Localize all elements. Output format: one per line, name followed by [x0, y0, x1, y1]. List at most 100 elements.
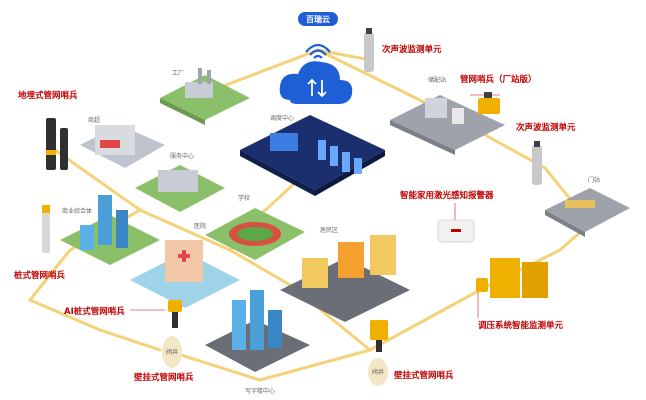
- admin-building: [158, 170, 198, 192]
- label-regulator-unit: 调压系统智能监测单元: [478, 320, 564, 331]
- school-tile: 学校: [205, 194, 305, 260]
- commercial-tile: 商业综合体: [60, 195, 160, 265]
- cloud-label-box: [298, 12, 338, 26]
- red-labels: 地埋式管网哨兵 次声波监测单元 管网哨兵（厂站版） 次声波监测单元 智能家用激光…: [14, 44, 576, 383]
- pile-sentinel-cap: [42, 205, 50, 213]
- label-underground-sentinel: 地埋式管网哨兵: [18, 90, 78, 101]
- arrow-up-down-icon: [307, 78, 327, 98]
- infrasonic-right-body: [532, 145, 542, 185]
- station-label: 储配站: [428, 76, 446, 84]
- station-tile: 储配站: [390, 76, 505, 155]
- commercial-tower-1: [98, 195, 112, 245]
- commercial-tower-3: [80, 225, 94, 250]
- office-center-tile: 写字楼中心: [205, 290, 310, 395]
- underground-sentinel-device: [46, 118, 68, 170]
- home-alarm-logo: [451, 229, 461, 232]
- factory-side: [160, 98, 205, 125]
- mall-tile: 商超: [80, 116, 165, 168]
- server-rack-4: [354, 158, 362, 174]
- station-sentinel-top: [484, 92, 492, 98]
- valve-well-1: [162, 336, 182, 368]
- underground-sentinel-body: [46, 118, 56, 170]
- regulator-cabinet-1: [490, 258, 520, 298]
- ai-pile-sentinel-pole: [172, 312, 178, 328]
- server-rack-3: [342, 152, 350, 172]
- admin-center-tile: 服务中心: [135, 152, 225, 212]
- pipe-left-branch: [27, 148, 162, 352]
- pipe-cloud-station: [316, 48, 577, 207]
- home-laser-alarm-device: [437, 219, 475, 243]
- label-pile-sentinel: 桩式管网哨兵: [14, 270, 66, 281]
- station-platform: [390, 95, 505, 150]
- factory-chimney-2: [207, 70, 211, 84]
- gate-platform: [545, 188, 630, 232]
- label-home-laser-alarm: 智能家用激光感知报警器: [399, 190, 494, 201]
- server-rack-2: [330, 146, 338, 166]
- pipe-bottom: [163, 348, 372, 382]
- underground-sentinel-body-2: [60, 128, 68, 170]
- factory-tile: 工厂: [160, 68, 250, 125]
- infrasonic-monitor-right: [532, 141, 542, 185]
- regulator-unit-device: [476, 258, 548, 298]
- school-label: 学校: [238, 194, 250, 202]
- label-infrasonic-right: 次声波监测单元: [516, 122, 576, 133]
- mall-sign: [100, 140, 120, 148]
- wall-sentinel-right-body: [370, 320, 388, 340]
- gate-station-tile: 门站: [545, 176, 630, 237]
- label-station-sentinel: 管网哨兵（厂站版）: [460, 74, 537, 85]
- infrasonic-monitor-top: [364, 28, 374, 72]
- hospital-cross-h: [178, 254, 190, 258]
- station-sentinel-device: [478, 92, 500, 114]
- cloud-node: 百瑞云: [279, 12, 353, 104]
- factory-chimney-1: [198, 68, 202, 84]
- residential-house-2: [338, 242, 364, 278]
- ai-pile-sentinel-device: [168, 300, 182, 328]
- control-center-side-r: [315, 150, 385, 196]
- office-center-label: 写字楼中心: [245, 387, 275, 395]
- commercial-label: 商业综合体: [62, 207, 92, 215]
- office-tower-3: [268, 310, 282, 348]
- station-building: [425, 98, 447, 118]
- office-tower-2: [250, 290, 264, 350]
- wall-sentinel-left: 阀井: [162, 336, 182, 368]
- infrasonic-top-body: [364, 32, 374, 72]
- station-side: [390, 120, 455, 155]
- pile-sentinel-body: [42, 205, 50, 253]
- regulator-device-small: [476, 278, 488, 292]
- station-tank: [452, 108, 464, 124]
- valve-well-2: [368, 358, 388, 386]
- gate-side: [545, 210, 585, 237]
- mall-label: 商超: [88, 116, 100, 124]
- school-field: [237, 227, 273, 241]
- control-center-platform: [240, 115, 385, 190]
- commercial-tower-2: [116, 210, 128, 248]
- well-2-label: 阀井: [372, 368, 384, 376]
- hospital-label: 医院: [194, 222, 206, 230]
- wall-sentinel-right-pole: [376, 340, 382, 352]
- screen-wall: [270, 133, 298, 151]
- server-rack-1: [318, 140, 326, 160]
- residential-label: 居民区: [320, 227, 338, 234]
- cloud-upload-icon: [279, 61, 353, 104]
- admin-center-label: 服务中心: [170, 152, 194, 160]
- label-wall-sentinel-right: 壁挂式管网哨兵: [394, 370, 454, 381]
- gate-station-label: 门站: [588, 176, 600, 184]
- underground-sentinel-band: [46, 150, 56, 155]
- well-1-label: 阀井: [166, 348, 178, 356]
- station-sentinel-body: [478, 98, 500, 114]
- control-center-side: [240, 150, 315, 196]
- office-tower-1: [232, 300, 246, 350]
- residential-house-1: [302, 258, 328, 288]
- gate-pipes: [565, 200, 595, 208]
- regulator-cabinet-2: [522, 262, 548, 298]
- label-infrasonic-top: 次声波监测单元: [382, 44, 442, 55]
- wifi-icon: [305, 43, 331, 59]
- control-center-label: 调度中心: [270, 114, 294, 122]
- label-ai-pile-sentinel: AI桩式管网哨兵: [64, 306, 125, 317]
- pile-sentinel-device: [42, 205, 50, 253]
- ai-pile-sentinel-head: [168, 300, 182, 312]
- residential-house-3: [370, 235, 396, 275]
- infrasonic-right-cap: [534, 141, 540, 147]
